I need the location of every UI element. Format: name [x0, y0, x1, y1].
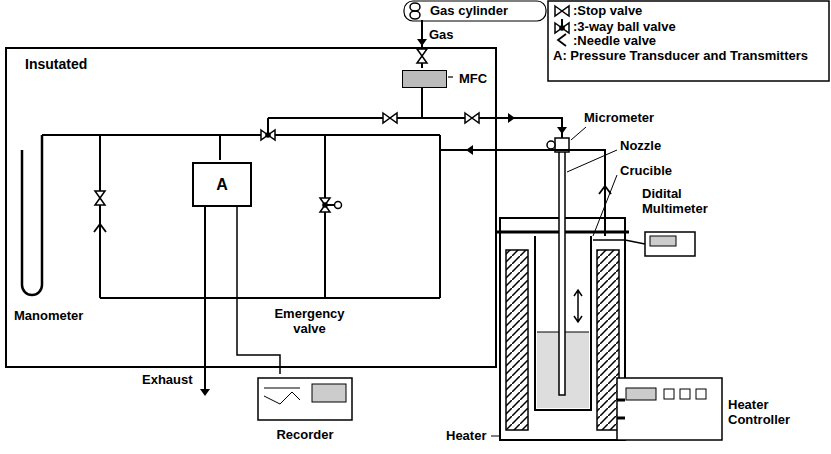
gas-line	[324, 135, 326, 298]
flow-arrow	[200, 389, 210, 396]
motion-arrow	[574, 290, 582, 322]
flow-arrow	[417, 39, 427, 46]
node-text: A	[216, 177, 228, 192]
node-text: Insutated	[25, 57, 87, 72]
mass-flow-controller: MFC	[402, 70, 447, 88]
signal-wire	[237, 207, 280, 374]
needle-valve	[558, 34, 566, 46]
needle-valve	[94, 224, 106, 232]
part-label: Emergency valve	[262, 306, 357, 336]
part-label: Gas	[429, 27, 454, 42]
recorder-trace	[264, 388, 300, 404]
legend-entry: :3-way ball valve	[573, 20, 676, 34]
recorder-device	[258, 378, 352, 420]
heater-controller	[617, 378, 722, 440]
node-text: MFC	[459, 71, 487, 86]
heater-coil	[597, 250, 619, 430]
recorder-panel	[312, 384, 346, 402]
heater-coil	[506, 250, 528, 430]
part-label: Exhaust	[142, 372, 193, 387]
gas-line	[267, 118, 269, 135]
ball-valve-stem	[325, 204, 334, 206]
leader-line	[571, 127, 586, 140]
part-label: Nozzle	[620, 138, 661, 153]
part-label: Heater	[446, 428, 486, 443]
ball-valve-stem	[267, 126, 269, 135]
part-label: Heater Controller	[728, 397, 823, 427]
cylinder-outline	[404, 1, 546, 21]
ball-valve-stem	[561, 19, 563, 28]
stop-valve	[465, 113, 479, 123]
controller-key	[680, 389, 690, 399]
gas-line	[99, 135, 101, 298]
cylinder-icon	[410, 3, 420, 11]
leader-line	[448, 76, 453, 77]
flow-arrow	[466, 145, 473, 155]
flow-arrow	[557, 127, 567, 134]
flow-arrow	[508, 113, 515, 123]
gas-line	[100, 297, 440, 299]
valve-handle	[335, 202, 342, 209]
legend-entry: :Needle valve	[573, 34, 656, 48]
controller-display	[626, 388, 656, 400]
multimeter	[645, 232, 695, 256]
leader-line	[491, 436, 500, 437]
node-text: Recorder	[276, 427, 333, 442]
gas-line	[439, 135, 441, 298]
stop-valve	[95, 191, 105, 205]
heater-wire	[617, 400, 625, 418]
part-label: Crucible	[620, 163, 672, 178]
manometer-tube	[22, 135, 42, 295]
multimeter-display	[650, 236, 676, 246]
needle-valve	[599, 186, 611, 194]
thermocouple-wire	[593, 240, 645, 244]
legend-box	[548, 1, 829, 81]
legend-entry: :Stop valve	[573, 4, 642, 18]
cylinder-icon	[410, 11, 420, 19]
stop-valve	[383, 113, 397, 123]
nozzle	[559, 152, 565, 395]
controller-key	[696, 389, 706, 399]
stop-valve	[555, 6, 569, 16]
controller-key	[664, 389, 674, 399]
gas-line	[421, 86, 423, 118]
gas-line	[42, 134, 440, 136]
stop-valve	[417, 49, 427, 63]
part-label: Didital Multimeter	[642, 186, 742, 216]
gas-line	[440, 150, 605, 236]
part-label: Manometer	[14, 308, 83, 323]
pressure-transducer: A	[192, 162, 252, 207]
recorder: Recorder	[250, 374, 360, 446]
leader-line	[567, 150, 617, 172]
legend-entry: A: Pressure Transducer and Transmitters	[553, 49, 823, 63]
part-label: Micrometer	[584, 110, 654, 125]
insulated-enclosure: InsutatedMFC A	[5, 47, 497, 368]
gas-line	[204, 205, 206, 298]
part-label: Gas cylinder	[430, 3, 508, 18]
gas-line	[219, 135, 221, 160]
gas-line	[204, 298, 206, 392]
micrometer-knob	[547, 141, 555, 149]
